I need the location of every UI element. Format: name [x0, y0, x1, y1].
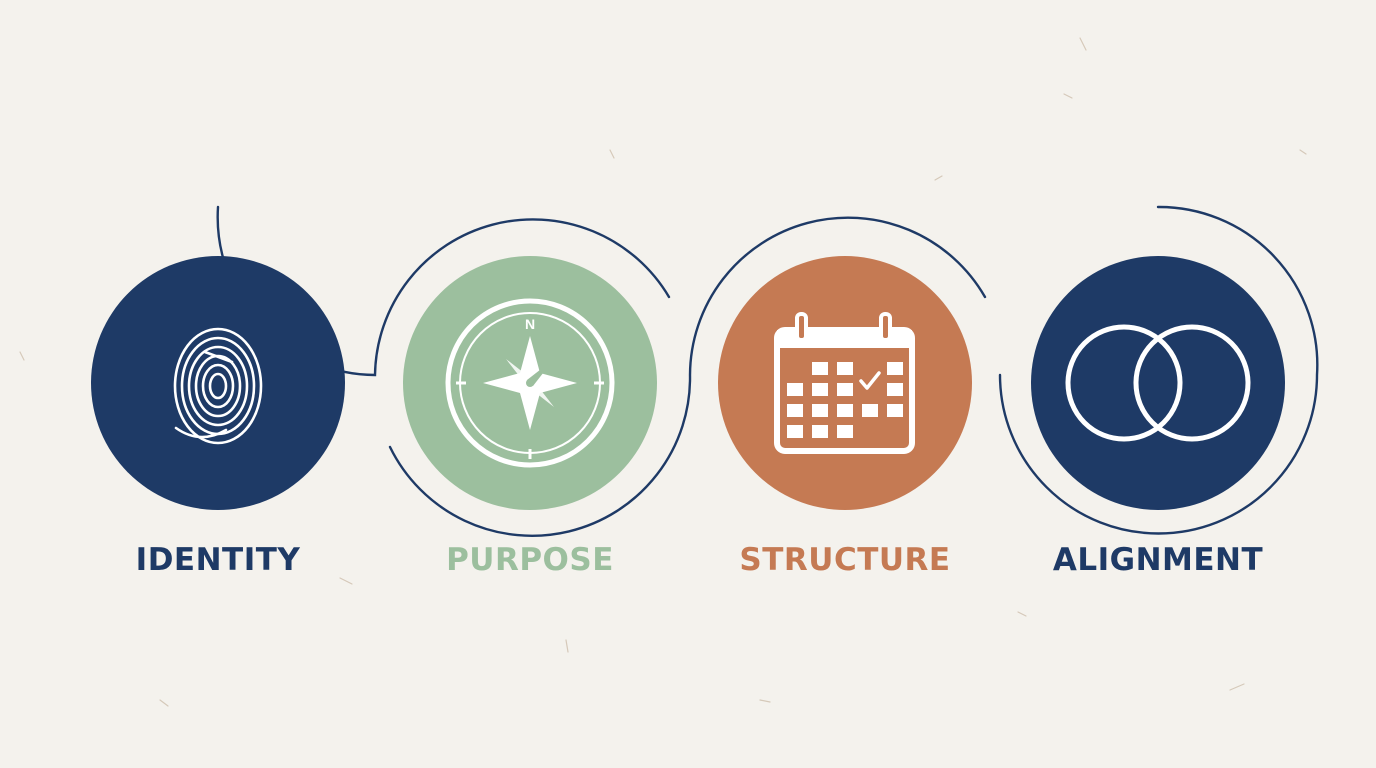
- identity-circle: [91, 256, 345, 510]
- fingerprint-icon: [173, 327, 263, 445]
- identity-label: IDENTITY: [135, 542, 301, 578]
- alignment-node: [1031, 256, 1285, 510]
- structure-node: [718, 256, 972, 510]
- interlocking-rings-icon: [1065, 324, 1251, 442]
- purpose-node: N: [403, 256, 657, 510]
- identity-node: [91, 256, 345, 510]
- calendar-check-icon: [774, 312, 915, 454]
- compass-north-mark: N: [525, 316, 535, 332]
- purpose-label: PURPOSE: [446, 542, 614, 578]
- structure-label: STRUCTURE: [739, 542, 951, 578]
- compass-icon: [445, 298, 615, 468]
- alignment-circle: [1031, 256, 1285, 510]
- alignment-label: ALIGNMENT: [1052, 542, 1264, 578]
